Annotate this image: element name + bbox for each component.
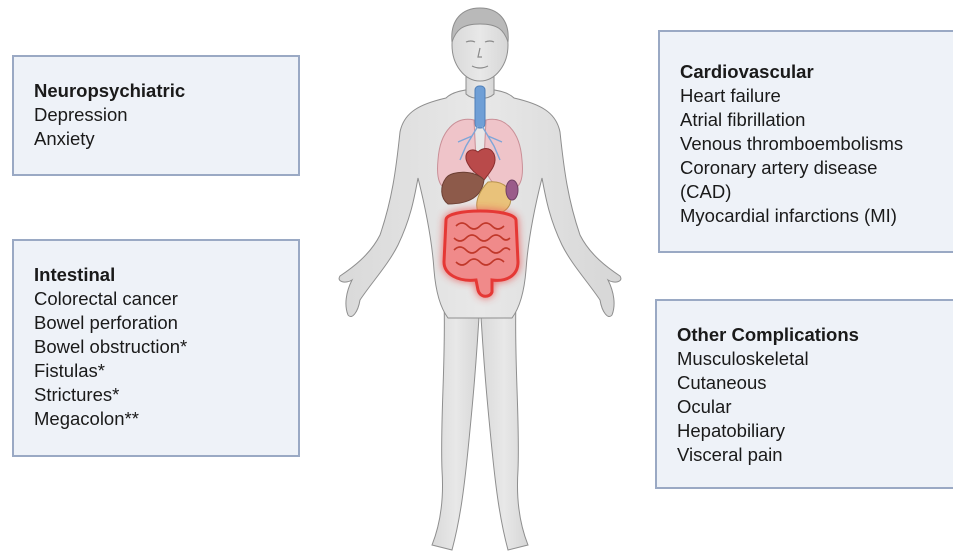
- intestinal-item: Megacolon**: [34, 407, 282, 431]
- intestinal-item: Strictures*: [34, 383, 282, 407]
- intestinal-item: Colorectal cancer: [34, 287, 282, 311]
- other-complications-item: Hepatobiliary: [677, 419, 944, 443]
- trachea: [475, 86, 485, 128]
- neuropsychiatric-title: Neuropsychiatric: [34, 79, 282, 103]
- intestinal-item: Bowel perforation: [34, 311, 282, 335]
- neuropsychiatric-item: Depression: [34, 103, 282, 127]
- cardiovascular-item: Heart failure: [680, 84, 942, 108]
- human-body-illustration: [330, 0, 630, 556]
- cardiovascular-panel: Cardiovascular Heart failure Atrial fibr…: [658, 30, 953, 253]
- cardiovascular-title: Cardiovascular: [680, 60, 942, 84]
- cardiovascular-item: Coronary artery disease (CAD): [680, 156, 942, 204]
- intestinal-title: Intestinal: [34, 263, 282, 287]
- intestinal-item: Fistulas*: [34, 359, 282, 383]
- neuropsychiatric-panel: Neuropsychiatric Depression Anxiety: [12, 55, 300, 176]
- cardiovascular-item: Myocardial infarctions (MI): [680, 204, 942, 228]
- cardiovascular-item: Atrial fibrillation: [680, 108, 942, 132]
- other-complications-item: Ocular: [677, 395, 944, 419]
- intestinal-panel: Intestinal Colorectal cancer Bowel perfo…: [12, 239, 300, 457]
- other-complications-item: Visceral pain: [677, 443, 944, 467]
- other-complications-title: Other Complications: [677, 323, 944, 347]
- other-complications-panel: Other Complications Musculoskeletal Cuta…: [655, 299, 953, 489]
- spleen: [506, 180, 518, 200]
- cardiovascular-item: Venous thromboembolisms: [680, 132, 942, 156]
- other-complications-item: Cutaneous: [677, 371, 944, 395]
- other-complications-item: Musculoskeletal: [677, 347, 944, 371]
- neuropsychiatric-item: Anxiety: [34, 127, 282, 151]
- intestinal-item: Bowel obstruction*: [34, 335, 282, 359]
